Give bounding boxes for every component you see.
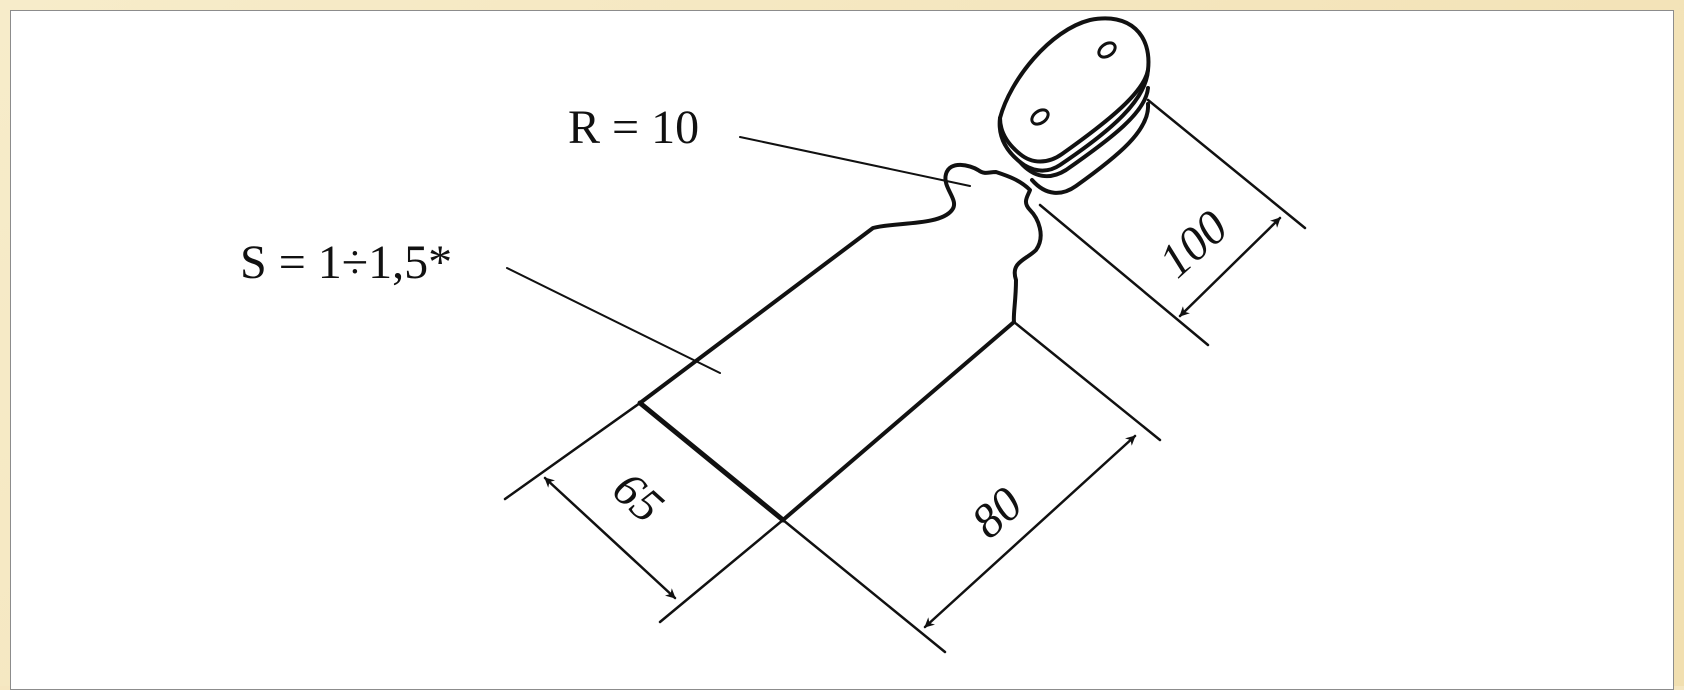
handle-layer-1 [998,68,1150,164]
blade-bottom-edge [637,400,786,523]
ext-100-bottom [1038,203,1210,347]
handle-layer-2 [1018,86,1150,179]
ext-80-top [1012,320,1162,442]
dim-80 [923,434,1137,629]
blade-outline [638,162,1043,522]
label-dim-65: 65 [602,462,673,534]
drawing-canvas [10,10,1674,690]
label-radius: R = 10 [568,101,699,154]
rivet-hole-upper [1097,41,1117,59]
handle-layer-3 [1030,102,1151,195]
leader-thickness [506,267,721,374]
label-thickness: S = 1÷1,5* [240,236,452,289]
rivet-hole-lower [1030,108,1050,126]
ext-80-bottom [781,518,947,654]
ext-100-top [1146,98,1307,230]
label-dim-100: 100 [1149,200,1238,288]
ext-65-right [658,518,785,624]
dim-65 [543,476,677,600]
dim-100 [1178,216,1282,318]
ext-65-left [503,401,642,501]
spatula-blade [637,162,1043,523]
dimension-lines [503,98,1307,654]
spatula-handle [997,16,1151,195]
leader-radius [739,136,971,187]
